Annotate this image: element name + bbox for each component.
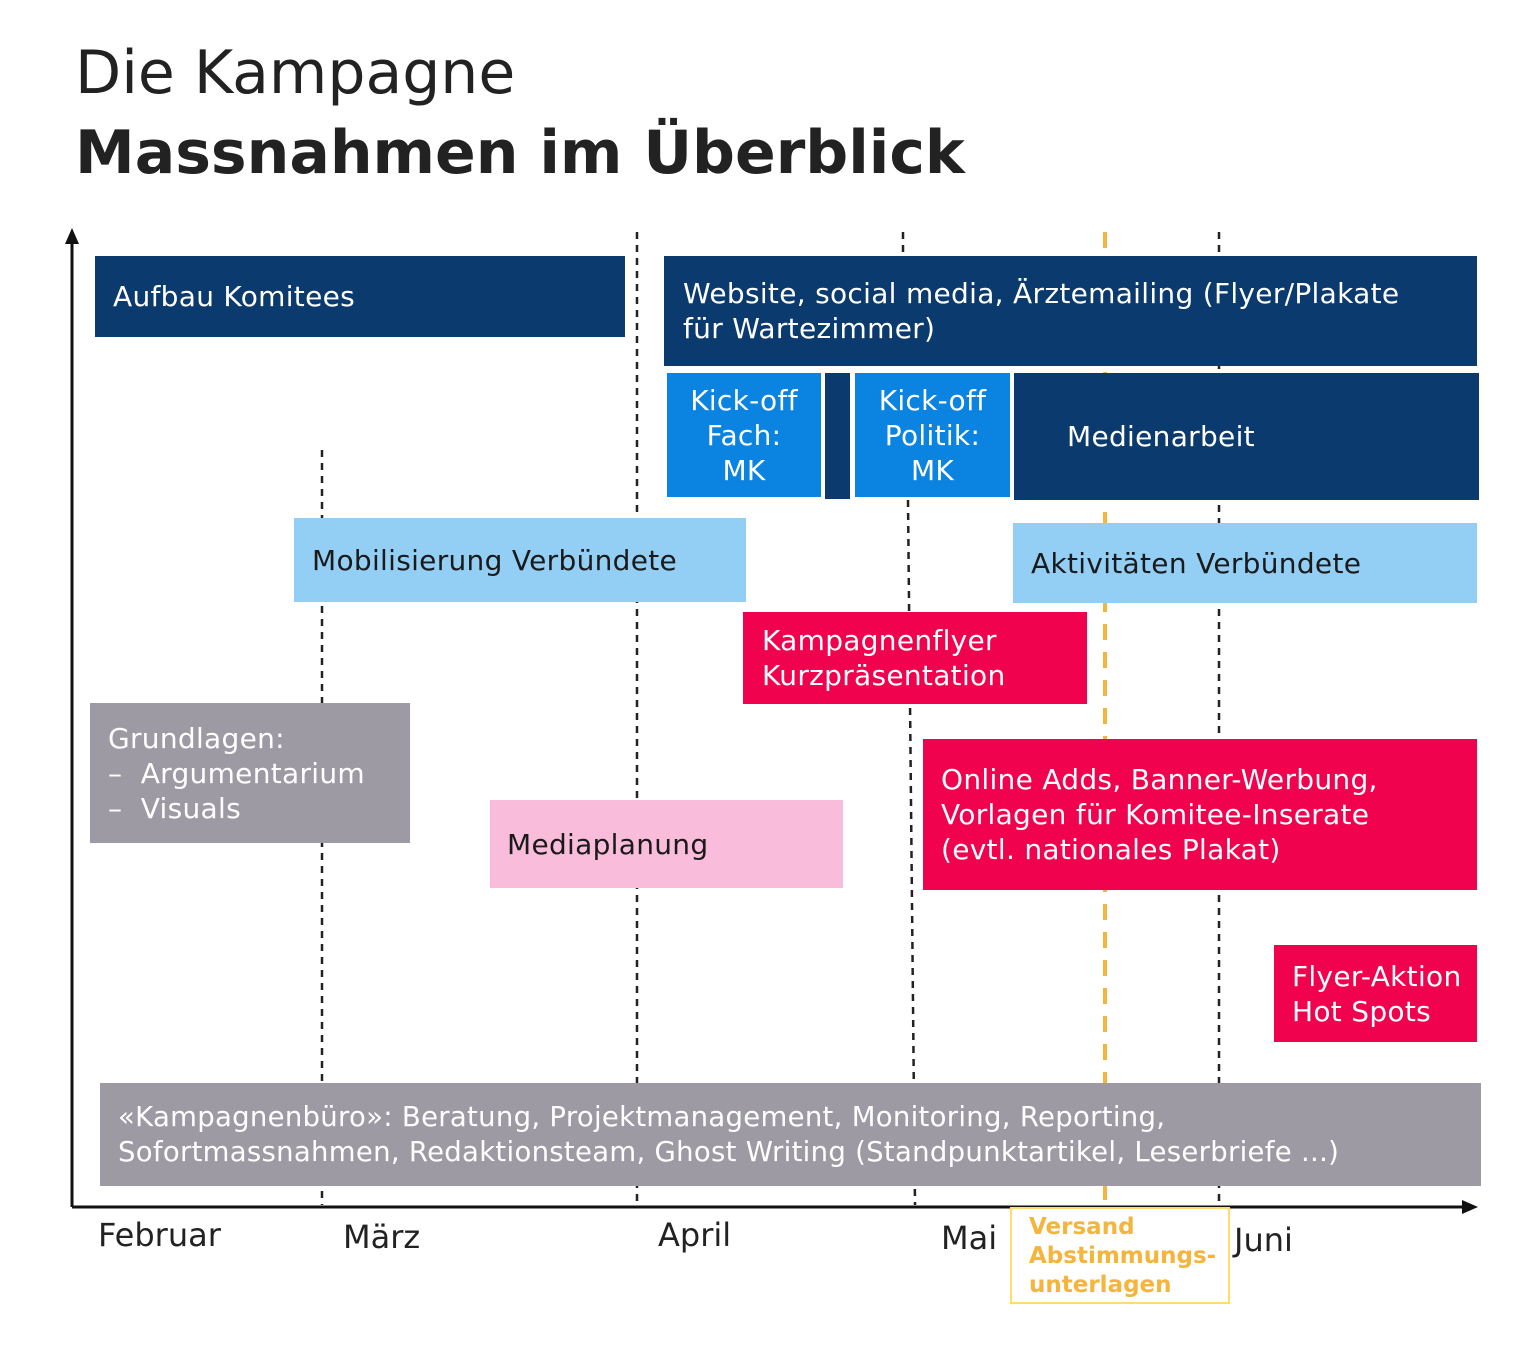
box-online-adds-line3: (evtl. nationales Plakat) — [941, 833, 1281, 866]
month-label-maerz: März — [343, 1218, 421, 1256]
month-label-mai: Mai — [941, 1219, 998, 1257]
box-medienarbeit-label: Medienarbeit — [1067, 420, 1255, 453]
page-title: Die Kampagne — [75, 38, 516, 108]
box-gap-bar — [825, 373, 850, 499]
box-kampagnenflyer-line1: Kampagnenflyer — [762, 624, 997, 657]
versand-line3: unterlagen — [1029, 1272, 1172, 1298]
box-grundlagen-line2: – Argumentarium — [108, 756, 365, 790]
box-mediaplanung-label: Mediaplanung — [507, 827, 709, 861]
box-website-line1: Website, social media, Ärztemailing (Fly… — [683, 277, 1400, 310]
x-axis-arrow — [1462, 1200, 1478, 1214]
box-kickoff-fach: Kick-off Fach: MK — [667, 373, 821, 497]
box-online-adds: Online Adds, Banner-Werbung, Vorlagen fü… — [923, 739, 1477, 890]
box-mediaplanung: Mediaplanung — [490, 800, 843, 888]
versand-line1: Versand — [1029, 1214, 1135, 1240]
box-aktivitaeten-label: Aktivitäten Verbündete — [1031, 546, 1362, 580]
box-grundlagen-line1: Grundlagen: — [108, 721, 285, 755]
box-aufbau-komitees: Aufbau Komitees — [95, 256, 625, 337]
box-flyer-aktion-line2: Hot Spots — [1292, 994, 1432, 1028]
box-aktivitaeten: Aktivitäten Verbündete — [1013, 523, 1477, 603]
box-flyer-aktion-line1: Flyer-Aktion — [1292, 959, 1462, 993]
box-kickoff-fach-line1: Kick-off — [690, 383, 798, 417]
box-kickoff-politik: Kick-off Politik: MK — [855, 373, 1010, 497]
box-website-line2: für Wartezimmer) — [683, 312, 936, 345]
box-mobilisierung: Mobilisierung Verbündete — [294, 518, 746, 602]
box-aufbau-komitees-label: Aufbau Komitees — [113, 280, 356, 313]
box-grundlagen-line3: – Visuals — [108, 791, 241, 825]
month-label-april: April — [658, 1216, 732, 1254]
box-kampagnenflyer-line2: Kurzpräsentation — [762, 659, 1006, 692]
box-kampagnenflyer: Kampagnenflyer Kurzpräsentation — [743, 612, 1087, 704]
month-label-juni: Juni — [1234, 1221, 1293, 1259]
box-flyer-aktion: Flyer-Aktion Hot Spots — [1274, 945, 1477, 1042]
versand-marker-label: Versand Abstimmungs- unterlagen — [1010, 1207, 1230, 1304]
box-kampagnenbuero-line1: «Kampagnenbüro»: Beratung, Projektmanage… — [118, 1100, 1166, 1133]
versand-line2: Abstimmungs- — [1029, 1243, 1217, 1269]
box-grundlagen: Grundlagen: – Argumentarium – Visuals — [90, 703, 410, 843]
box-kickoff-politik-line1: Kick-off — [878, 383, 987, 417]
box-kickoff-fach-line3: MK — [722, 453, 766, 487]
box-kampagnenbuero: «Kampagnenbüro»: Beratung, Projektmanage… — [100, 1083, 1481, 1186]
box-kampagnenbuero-line2: Sofortmassnahmen, Redaktionsteam, Ghost … — [118, 1135, 1340, 1168]
box-website: Website, social media, Ärztemailing (Fly… — [664, 256, 1477, 366]
box-online-adds-line2: Vorlagen für Komitee-Inserate — [941, 798, 1370, 831]
box-online-adds-line1: Online Adds, Banner-Werbung, — [941, 763, 1378, 796]
box-kickoff-politik-line3: MK — [910, 453, 955, 487]
box-medienarbeit: Medienarbeit — [1014, 373, 1479, 500]
box-mobilisierung-label: Mobilisierung Verbündete — [312, 543, 678, 577]
month-label-februar: Februar — [98, 1216, 221, 1254]
page-subtitle: Massnahmen im Überblick — [75, 118, 965, 188]
box-kickoff-fach-line2: Fach: — [706, 418, 782, 452]
y-axis-arrow — [65, 228, 79, 244]
box-kickoff-politik-line2: Politik: — [884, 418, 981, 452]
